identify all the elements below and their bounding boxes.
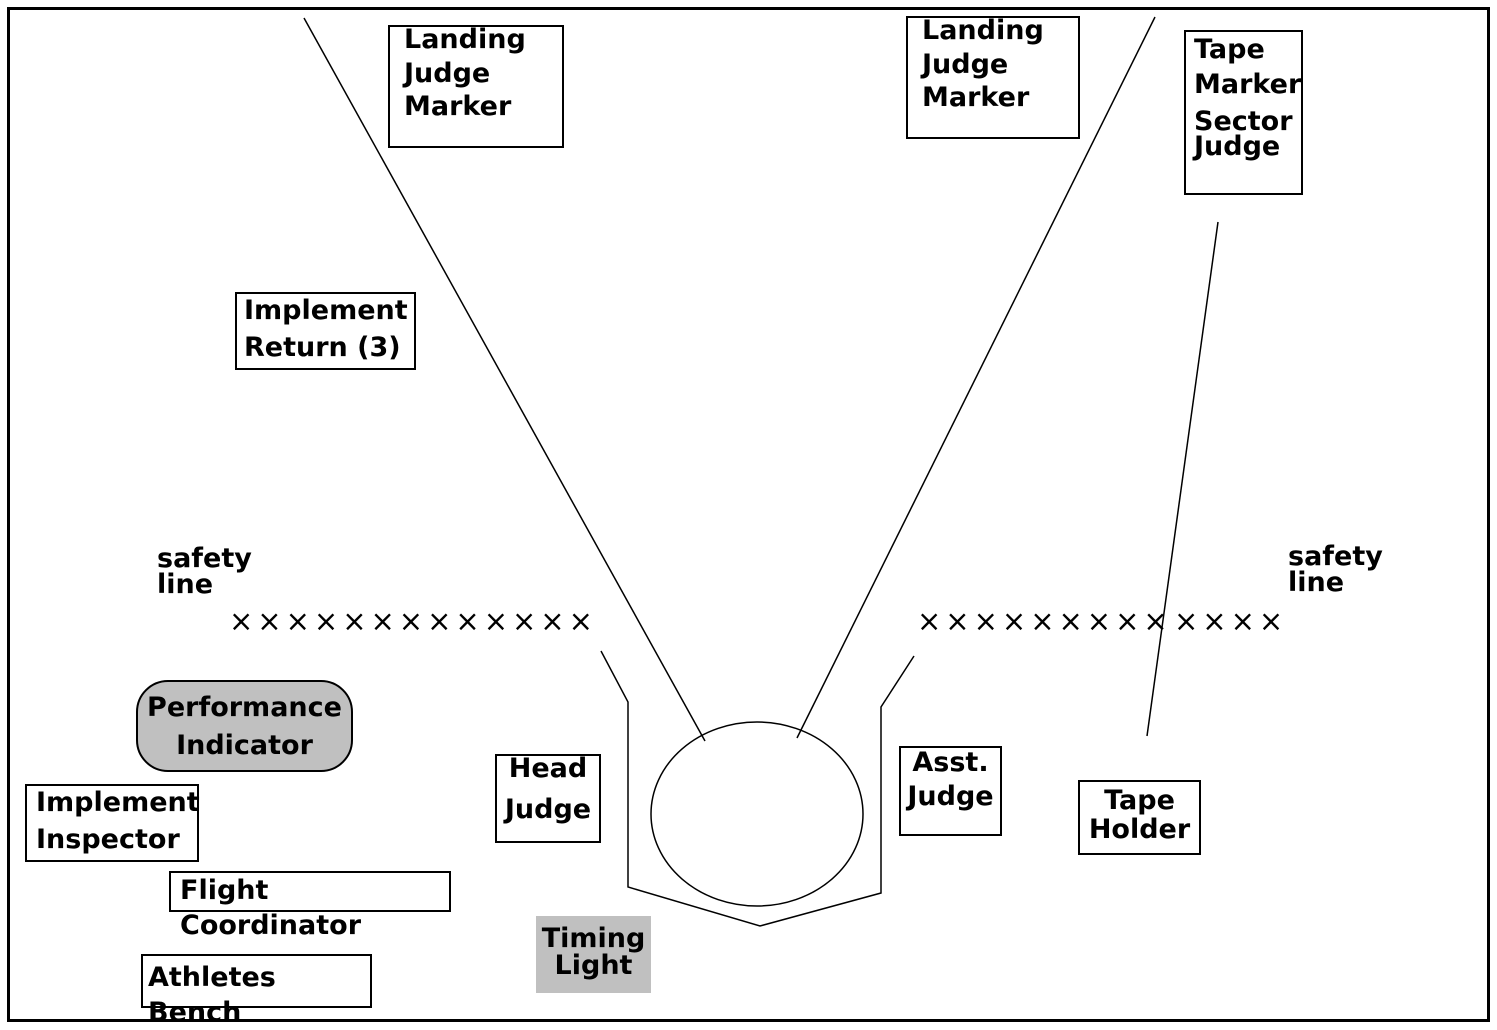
timing-light: Timing Light bbox=[536, 916, 651, 993]
landing-judge-marker-left: Landing Judge Marker bbox=[388, 24, 564, 148]
safety-line-left: ××××××××××××× bbox=[229, 604, 597, 638]
implement-return: Implement Return (3) bbox=[235, 292, 416, 370]
tape-marker-sector-judge: Tape Marker Sector Judge bbox=[1184, 30, 1303, 195]
cage-outline bbox=[600, 650, 915, 927]
safety-line-label-right: safety line bbox=[1288, 541, 1383, 598]
performance-indicator: Performance Indicator bbox=[136, 680, 353, 772]
left-sector-line bbox=[303, 17, 706, 742]
right-sector-line bbox=[796, 16, 1156, 739]
safety-line-right-a: ××××××××× bbox=[917, 604, 1172, 638]
tape-line bbox=[1146, 221, 1219, 737]
safety-line-right-b: ×××× bbox=[1174, 604, 1288, 638]
asst-judge: Asst. Judge bbox=[899, 746, 1002, 836]
flight-coordinator: Flight Coordinator bbox=[169, 871, 451, 941]
implement-inspector: Implement Inspector bbox=[25, 784, 200, 862]
athletes-bench: Athletes Bench bbox=[141, 954, 372, 1028]
safety-line-label-left: safety line bbox=[157, 543, 252, 600]
tape-holder: Tape Holder bbox=[1078, 780, 1201, 855]
landing-judge-marker-right: Landing Judge Marker bbox=[906, 15, 1080, 139]
head-judge: Head Judge bbox=[495, 753, 601, 843]
throwing-circle bbox=[650, 721, 864, 907]
diagram-frame bbox=[7, 7, 1490, 1022]
